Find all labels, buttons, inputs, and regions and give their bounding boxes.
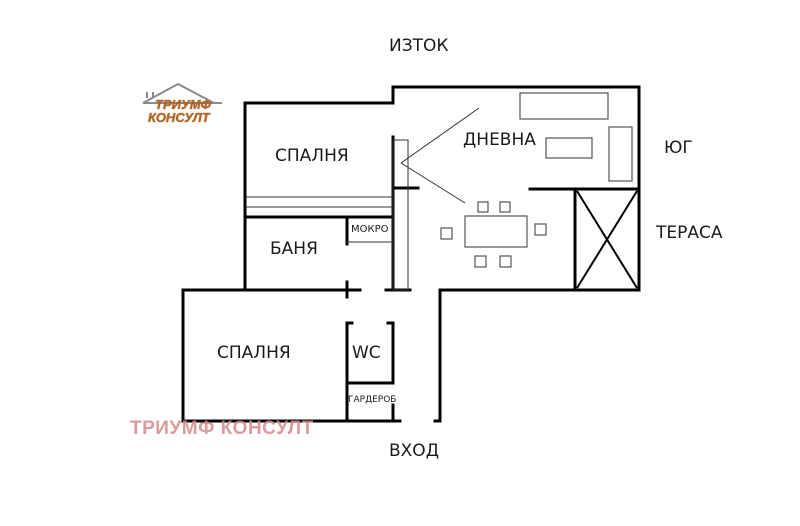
chair [474,255,487,268]
room-bedroom-top: СПАЛНЯ [275,146,349,166]
chair [534,223,547,236]
furniture [440,92,633,268]
label-entrance: ВХОД [389,441,439,461]
side-cabinet [608,126,633,182]
chair [499,255,512,268]
sofa [519,92,609,120]
logo-line2: КОНСУЛТ [148,110,210,125]
chair [499,201,511,213]
room-wardrobe: ГАРДЕРОБ [348,395,397,405]
logo-house-icon [142,82,222,104]
label-east: ИЗТОК [389,36,449,56]
room-bathroom: БАНЯ [270,239,318,259]
room-living: ДНЕВНА [463,130,536,150]
logo-line1: ТРИУМФ [155,97,211,112]
chair [477,201,489,213]
room-bedroom-bottom: СПАЛНЯ [217,343,291,363]
dining-table [464,215,528,248]
chair [440,227,453,240]
room-wet-area: МОКРО [351,224,389,235]
room-wc: WC [352,343,381,363]
label-south: ЮГ [664,138,693,158]
terrace-cross [576,190,638,289]
room-terrace: ТЕРАСА [656,223,723,243]
walls [181,85,641,423]
coffee-table [545,137,593,159]
thin-lines [245,107,480,291]
watermark: ТРИУМФ КОНСУЛТ [130,418,314,439]
